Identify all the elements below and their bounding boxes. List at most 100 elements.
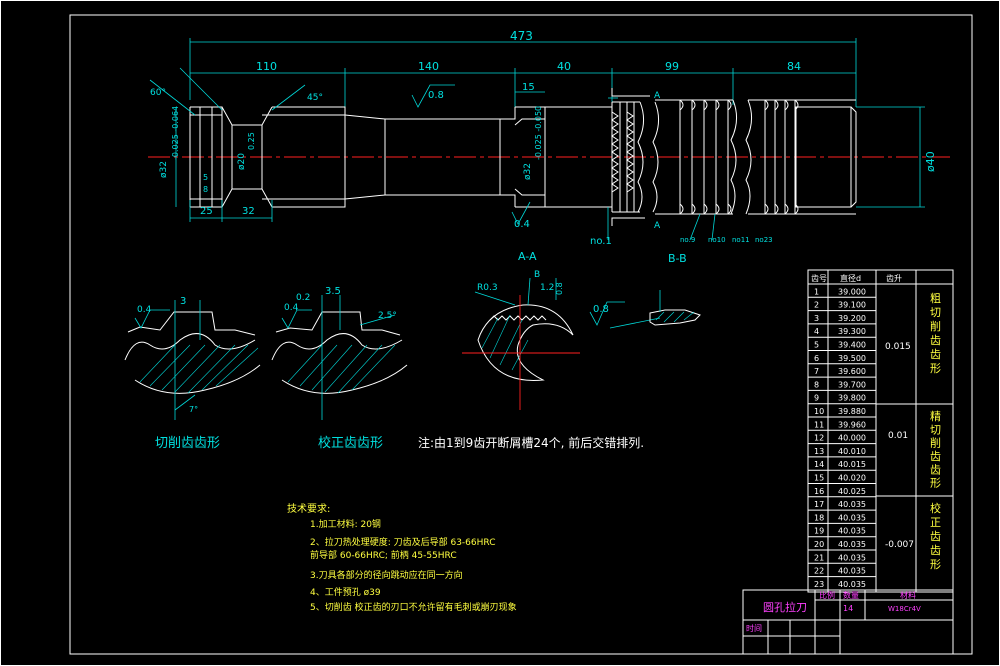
calib-rough1: 0.2 [296,293,310,303]
dim-mid-tol: -0.025 -0.050 [534,106,543,160]
dim-angle-45: 45° [307,93,323,103]
table-cell-tooth-no: 5 [814,341,819,350]
table-cell-diameter: 39.300 [838,327,866,336]
table-cell-diameter: 39.960 [838,420,866,429]
calib-rough2: 0.4 [284,303,299,313]
dim-left-tol: -0.025 -0.064 [171,106,180,160]
group-label-char: 校 [930,501,941,515]
table-cell-diameter: 40.035 [838,553,866,562]
section-aa-label: A-A [518,250,537,263]
group-rise-2: 0.01 [888,431,908,441]
table-cell-tooth-no: 15 [814,474,824,483]
table-cell-diameter: 39.500 [838,354,866,363]
inner-frame [69,14,973,655]
aa-r03: R0.3 [477,283,498,293]
cutting-teeth [611,101,644,213]
sec-marker-a-bottom: A [654,221,661,231]
dim-seg3: 40 [557,60,571,73]
table-cell-tooth-no: 19 [814,527,824,536]
group-label-char: 正 [930,516,941,529]
tech-req-line-5: 4、工件预孔 ø39 [310,586,381,598]
dim-left-dia: ø32 [159,161,169,178]
dim-mid-dia: ø32 [523,163,533,180]
tech-req-line-3: 前导部 60-66HRC; 前柄 45-55HRC [310,549,457,561]
table-cell-diameter: 39.000 [838,287,866,296]
table-header-dia: 直径d [840,273,861,283]
table-cell-tooth-no: 22 [814,567,824,576]
dim-angle-60: 60° [150,88,166,98]
dim-overall: 473 [510,29,533,43]
rough-08-main: 0.8 [428,90,444,101]
dim-neck-tol: 0.25 [247,132,256,150]
dim-d40: ø40 [924,151,937,172]
dim-neck-dia: ø20 [237,153,247,170]
table-cell-tooth-no: 10 [814,407,824,416]
dim-8: 8 [203,185,208,194]
table-cell-tooth-no: 21 [814,553,824,562]
tb-scale-label: 比例 [819,590,835,600]
group-label-char: 切 [930,423,941,436]
table-cell-tooth-no: 20 [814,540,824,549]
group-rise-3: -0.007 [885,540,914,550]
label-no23: no23 [755,236,773,244]
table-cell-diameter: 40.015 [838,460,866,469]
table-cell-tooth-no: 11 [814,420,824,429]
finishing-teeth [655,99,737,215]
table-cell-diameter: 39.400 [838,341,866,350]
tb-material-value: W18Cr4V [888,605,921,613]
cut-title: 切削齿齿形 [155,436,220,451]
table-cell-tooth-no: 9 [814,394,819,403]
table-cell-diameter: 39.800 [838,394,866,403]
tech-req-title: 技术要求: [287,502,330,515]
table-cell-diameter: 40.035 [838,513,866,522]
table-cell-tooth-no: 1 [814,287,819,296]
calib-title: 校正齿齿形 [318,435,383,451]
sec-marker-a-top: A [654,91,661,101]
part-name: 圆孔拉刀 [763,600,807,614]
calib-angle: 2.5° [378,311,397,321]
tb-qty-value: 14 [843,604,853,613]
calibrating-teeth [748,99,856,215]
group-rise-1: 0.015 [885,342,911,352]
group-label-char: 形 [930,558,941,571]
aa-12: 1.2 [540,283,554,293]
detail-section-bb: 0.8 [589,290,701,329]
table-cell-tooth-no: 2 [814,301,819,310]
table-cell-diameter: 39.880 [838,407,866,416]
table-cell-tooth-no: 7 [814,367,819,376]
rough-04-main: 0.4 [514,219,530,230]
table-cell-diameter: 39.200 [838,314,866,323]
dim-15: 15 [522,82,535,93]
group-label-char: 形 [930,362,941,375]
table-cell-tooth-no: 12 [814,434,824,443]
table-cell-tooth-no: 17 [814,500,824,509]
calib-pitch: 3.5 [325,286,341,297]
group-label-char: 精 [930,410,941,423]
detail-section-aa: R0.3 B 1.2 0.8 [462,270,580,410]
table-cell-diameter: 39.100 [838,301,866,310]
group-label-char: 削 [930,436,941,450]
detail-calib-tooth: 3.5 0.2 0.4 2.5° 校正齿齿形 [271,286,408,451]
table-cell-tooth-no: 14 [814,460,824,469]
table-cell-diameter: 40.035 [838,527,866,536]
label-no9: no.9 [680,236,695,244]
technical-requirements: 技术要求: 1.加工材料: 20钢 2、拉刀热处理硬度: 刀齿及后导部 63-6… [287,502,517,613]
tb-time-label: 时间 [746,623,762,633]
cut-angle: 7° [189,405,198,414]
dim-seg5: 84 [787,60,801,73]
aa-b: B [534,270,540,280]
title-block: 圆孔拉刀 比例 数量 材料 14 W18Cr4V 时间 [742,589,954,655]
tb-qty-label: 数量 [843,590,859,600]
dim-seg2: 140 [418,60,439,73]
group-label-char: 削 [930,319,941,333]
table-cell-tooth-no: 23 [814,580,824,589]
table-cell-diameter: 40.000 [838,434,866,443]
table-header-rise: 齿升 [886,274,902,283]
label-no11: no11 [732,236,750,244]
tech-req-line-6: 5、切削齿 校正齿的刃口不允许留有毛刺或崩刃现象 [310,601,517,613]
dim-seg4: 99 [665,60,679,73]
section-bb-label: B-B [668,252,687,265]
group-label-char: 齿 [930,348,941,361]
